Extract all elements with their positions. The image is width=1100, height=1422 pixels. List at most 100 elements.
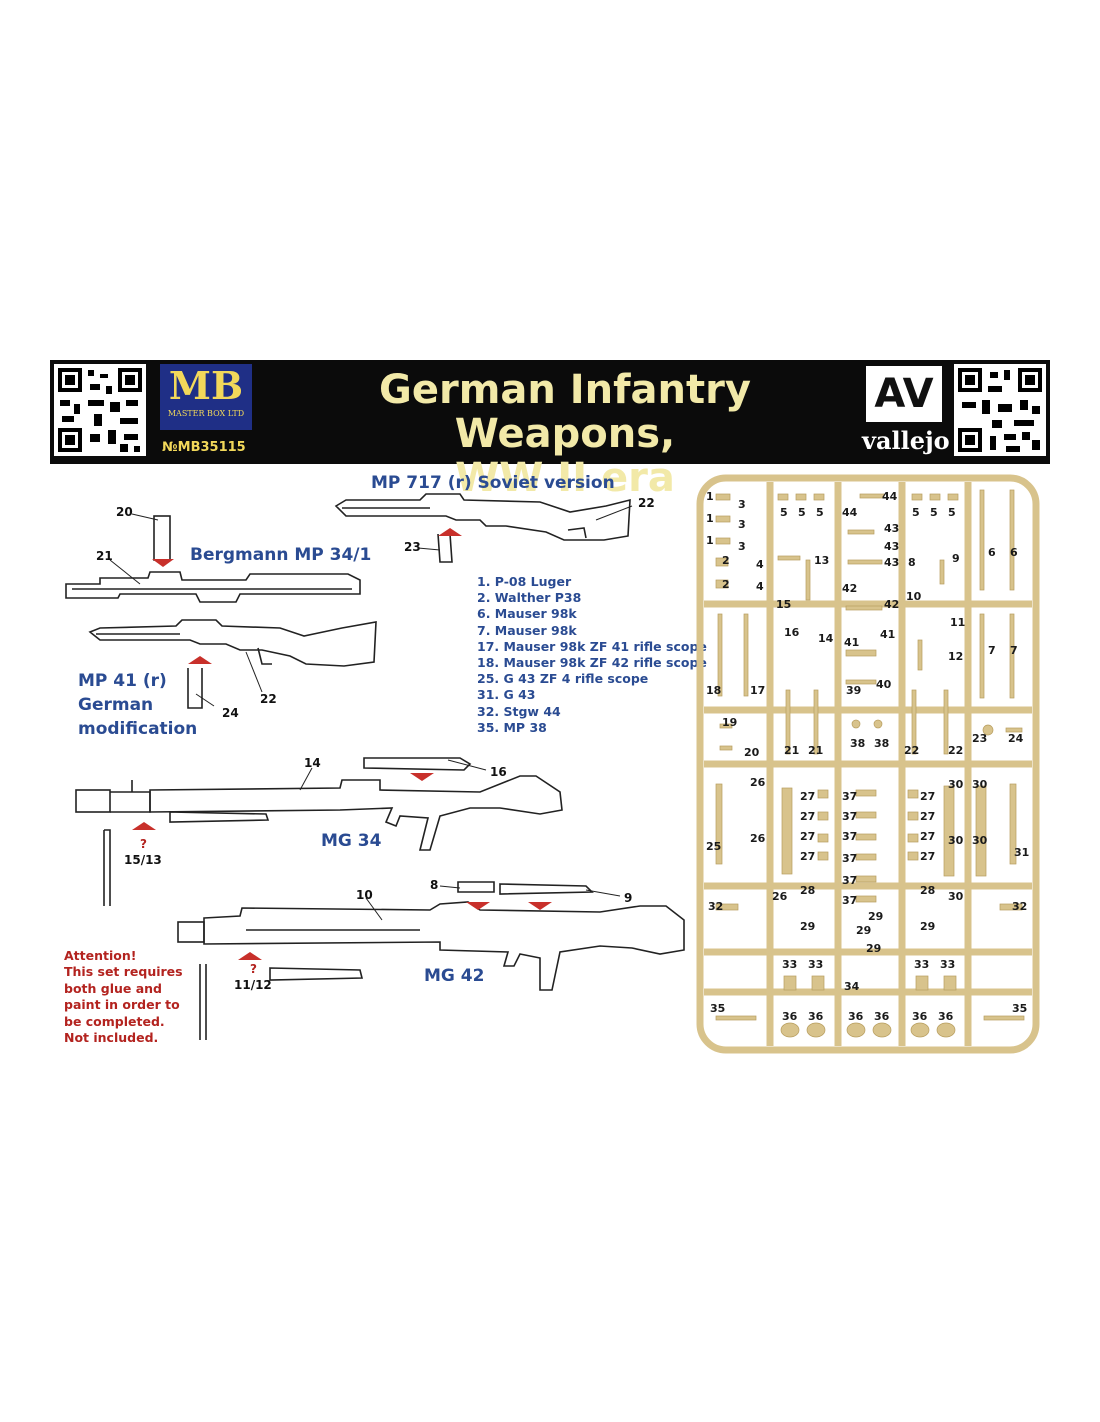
sprue-number: 3 [738,518,746,531]
sprue-number: 27 [800,850,816,863]
mp717-drawing [334,493,631,563]
sprue-number: 27 [920,830,936,843]
sprue-number: 27 [800,810,816,823]
sprue-number: 40 [876,678,892,691]
sprue-number: 35 [1012,1002,1028,1015]
sprue-parts [715,489,1025,1038]
sprue-number: 3 [738,498,746,511]
label-bergmann: Bergmann MP 34/1 [190,545,372,565]
sprue-number: 8 [908,556,916,569]
sprue-number: 33 [782,958,798,971]
sprue-number: 6 [988,546,996,559]
sprue-number: 35 [710,1002,726,1015]
label-mp41-line2: German [78,695,154,715]
sprue-number: 5 [948,506,956,519]
sprue-number: 22 [904,744,920,757]
sprue-number: 19 [722,716,738,729]
arrow-icon [188,656,212,664]
sprue-number: 18 [706,684,722,697]
sprue-number: 1 [706,534,714,547]
sprue-number: 26 [750,832,766,845]
label-mp41-line1: MP 41 (r) [78,671,167,691]
legend-item: 1. P-08 Luger [477,574,572,589]
sprue-number: 42 [842,582,858,595]
arrow-icon [238,952,262,960]
sprue-number: 20 [744,746,760,759]
sprue-number: 6 [1010,546,1018,559]
sprue-number: 25 [706,840,722,853]
part-number: 14 [304,756,321,770]
legend-item: 31. G 43 [477,687,536,703]
sprue-number: 37 [842,830,858,843]
legend-item: 7. Mauser 98k [477,622,577,638]
part-number: 15/13 [124,853,162,867]
sprue-number: 32 [708,900,724,913]
sprue-number: 38 [874,737,890,750]
sprue-number: 38 [850,737,866,750]
sprue-number: 36 [938,1010,954,1023]
part-number: 9 [624,891,633,905]
label-mp41-line3: modification [78,719,198,739]
sprue-number: 41 [880,628,896,641]
sprue-number: 34 [844,980,860,993]
qr-code-left-icon [54,364,146,456]
sprue-number: 33 [808,958,824,971]
red-arrows [132,528,552,960]
attention-line: both glue and [64,980,163,996]
sprue-number: 2 [722,554,730,567]
title-line-1: German Infantry Weapons, [379,367,751,457]
attention-line: paint in order to [64,997,180,1013]
label-mp41: MP 41 (r) German modification [78,669,197,741]
label-mp717: MP 717 (r) Soviet version [371,473,615,493]
sprue-number: 10 [906,590,922,603]
attention-line: Not included. [64,1030,159,1046]
sprue-number: 43 [884,522,900,535]
sprue-number: 23 [972,732,988,745]
sprue-number: 28 [800,884,816,897]
sprue-number: 5 [780,506,788,519]
sprue-number: 5 [798,506,806,519]
sprue-number: 29 [866,942,882,955]
label-mg34: MG 34 [321,831,382,851]
sprue-number: 14 [818,632,834,645]
legend-item: 32. Stgw 44 [477,703,561,719]
mp41-drawing [88,619,377,709]
sprue-number: 28 [920,884,936,897]
sprue-number: 2 [722,578,730,591]
sprue-number: 5 [816,506,824,519]
vallejo-av-logo: AV [866,366,942,422]
sprue-number: 33 [940,958,956,971]
arrow-icon [132,822,156,830]
sprue-number: 44 [882,490,898,503]
legend-item: 35. MP 38 [477,719,547,735]
arrow-icon [152,559,174,567]
part-number: 11/12 [234,978,272,992]
sprue-number: 29 [856,924,872,937]
sprue-number: 11 [950,616,966,629]
sprue-number: 37 [842,790,858,803]
attention-note: Attention! This set requires both glue a… [64,948,183,1046]
sprue-number: 29 [800,920,816,933]
sprue-number: 30 [948,778,964,791]
sprue-number: 30 [948,890,964,903]
legend-item: 25. G 43 ZF 4 rifle scope [477,671,649,687]
mg42-drawing [177,881,685,1040]
attention-line: This set requires [64,964,183,980]
sprue-number: 13 [814,554,830,567]
arrow-icon [528,902,552,910]
part-number: 21 [96,549,113,563]
sprue-number: 27 [800,790,816,803]
mg34-drawing [75,757,563,906]
sprue-number: 27 [920,790,936,803]
sprue-number: 43 [884,556,900,569]
sprue-number: 29 [920,920,936,933]
part-number: 8 [430,878,439,892]
sprue-number: 7 [1010,644,1018,657]
attention-line: Attention! [64,948,137,963]
leader-lines [109,505,633,921]
part-number: 24 [222,706,239,720]
sprue-number: 36 [782,1010,798,1023]
page-title: German Infantry Weapons, WW II era [270,368,860,500]
sprue-number: 4 [756,580,764,593]
sprue-number: 27 [920,810,936,823]
